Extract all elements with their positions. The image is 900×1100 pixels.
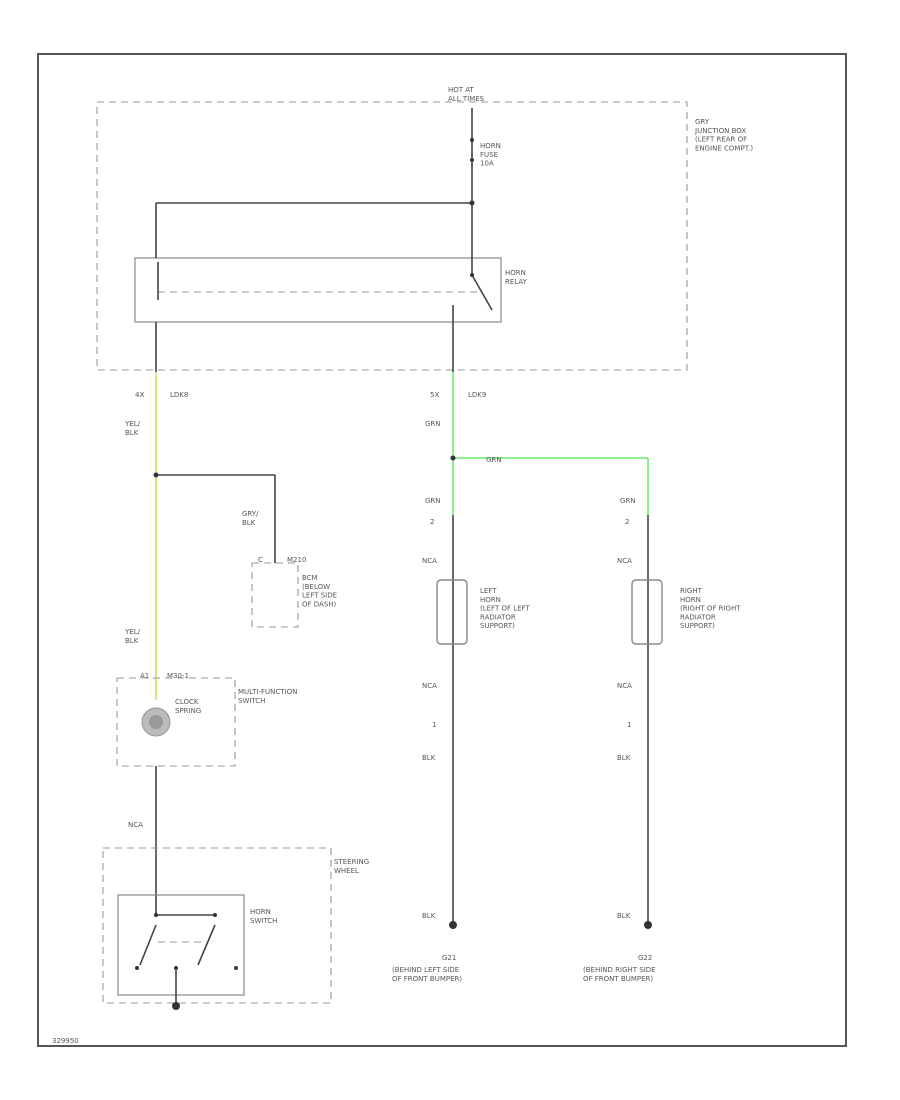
relay-contact-pivot (470, 273, 474, 277)
horn-switch-node-a (154, 913, 158, 917)
label-nca-r1: NCA (617, 557, 632, 565)
label-nca-steering: NCA (128, 821, 143, 829)
label-nca-l1: NCA (422, 557, 437, 565)
horn-switch-term-3 (234, 966, 238, 970)
label-left-pin: 4X (135, 391, 144, 399)
horn-switch-contact-1 (139, 924, 157, 966)
label-grn-top: GRN (425, 420, 441, 428)
label-grn-right: GRN (620, 497, 636, 505)
horn-switch-box (117, 894, 245, 996)
label-grn-left: GRN (425, 497, 441, 505)
splice-grn (450, 455, 456, 461)
label-blk-r2: BLK (617, 912, 631, 920)
label-blk-l1: BLK (422, 754, 436, 762)
label-yel-blk-low: YEL/BLK (124, 628, 141, 645)
splice-yel-blk (153, 472, 159, 478)
label-conn-c: C (258, 556, 263, 564)
horn-switch-ground (172, 1002, 180, 1010)
ground-g21 (449, 921, 457, 929)
ground-g22 (644, 921, 652, 929)
label-right-pin-2: 2 (625, 518, 629, 526)
relay-contact (471, 274, 493, 311)
horn-switch-node-b (213, 913, 217, 917)
label-left-pin-2: 2 (430, 518, 434, 526)
label-right-pin-1: 1 (627, 721, 631, 729)
label-blk-l2: BLK (422, 912, 436, 920)
label-figure-code: 329950 (52, 1037, 79, 1045)
label-nca-l2: NCA (422, 682, 437, 690)
label-blk-r1: BLK (617, 754, 631, 762)
label-nca-r2: NCA (617, 682, 632, 690)
horn-switch-contact-2 (197, 924, 216, 966)
label-ground-right-id: G22 (638, 954, 652, 962)
horn-relay-box (134, 257, 502, 323)
label-m210: M210 (287, 556, 306, 564)
label-clock-pin: A1 (140, 672, 149, 680)
steering-wheel-outline (102, 847, 332, 1004)
label-clock-spring-conn: M30-1 (167, 672, 189, 680)
splice-fuse (469, 200, 475, 206)
diagram-frame (37, 53, 847, 1047)
horn-switch-term-1 (135, 966, 139, 970)
label-right-pin: 5X (430, 391, 439, 399)
fuse-terminal-bottom (470, 158, 474, 162)
left-horn-icon (436, 579, 468, 645)
label-grn-horizontal: GRN (486, 456, 502, 464)
label-ground-left-id: G21 (442, 954, 456, 962)
label-yel-blk-top: YEL/BLK (124, 420, 141, 437)
bcm-outline (251, 562, 299, 628)
label-left-pin-1: 1 (432, 721, 436, 729)
label-left-conn: LDK8 (170, 391, 188, 399)
label-right-conn: LDK9 (468, 391, 486, 399)
junction-box-outline (96, 101, 688, 371)
label-gry-blk: GRY/BLK (242, 510, 259, 527)
multifunction-switch-outline (116, 677, 236, 767)
clock-spring-core (149, 715, 163, 729)
right-horn-icon (631, 579, 663, 645)
fuse-terminal-top (470, 138, 474, 142)
